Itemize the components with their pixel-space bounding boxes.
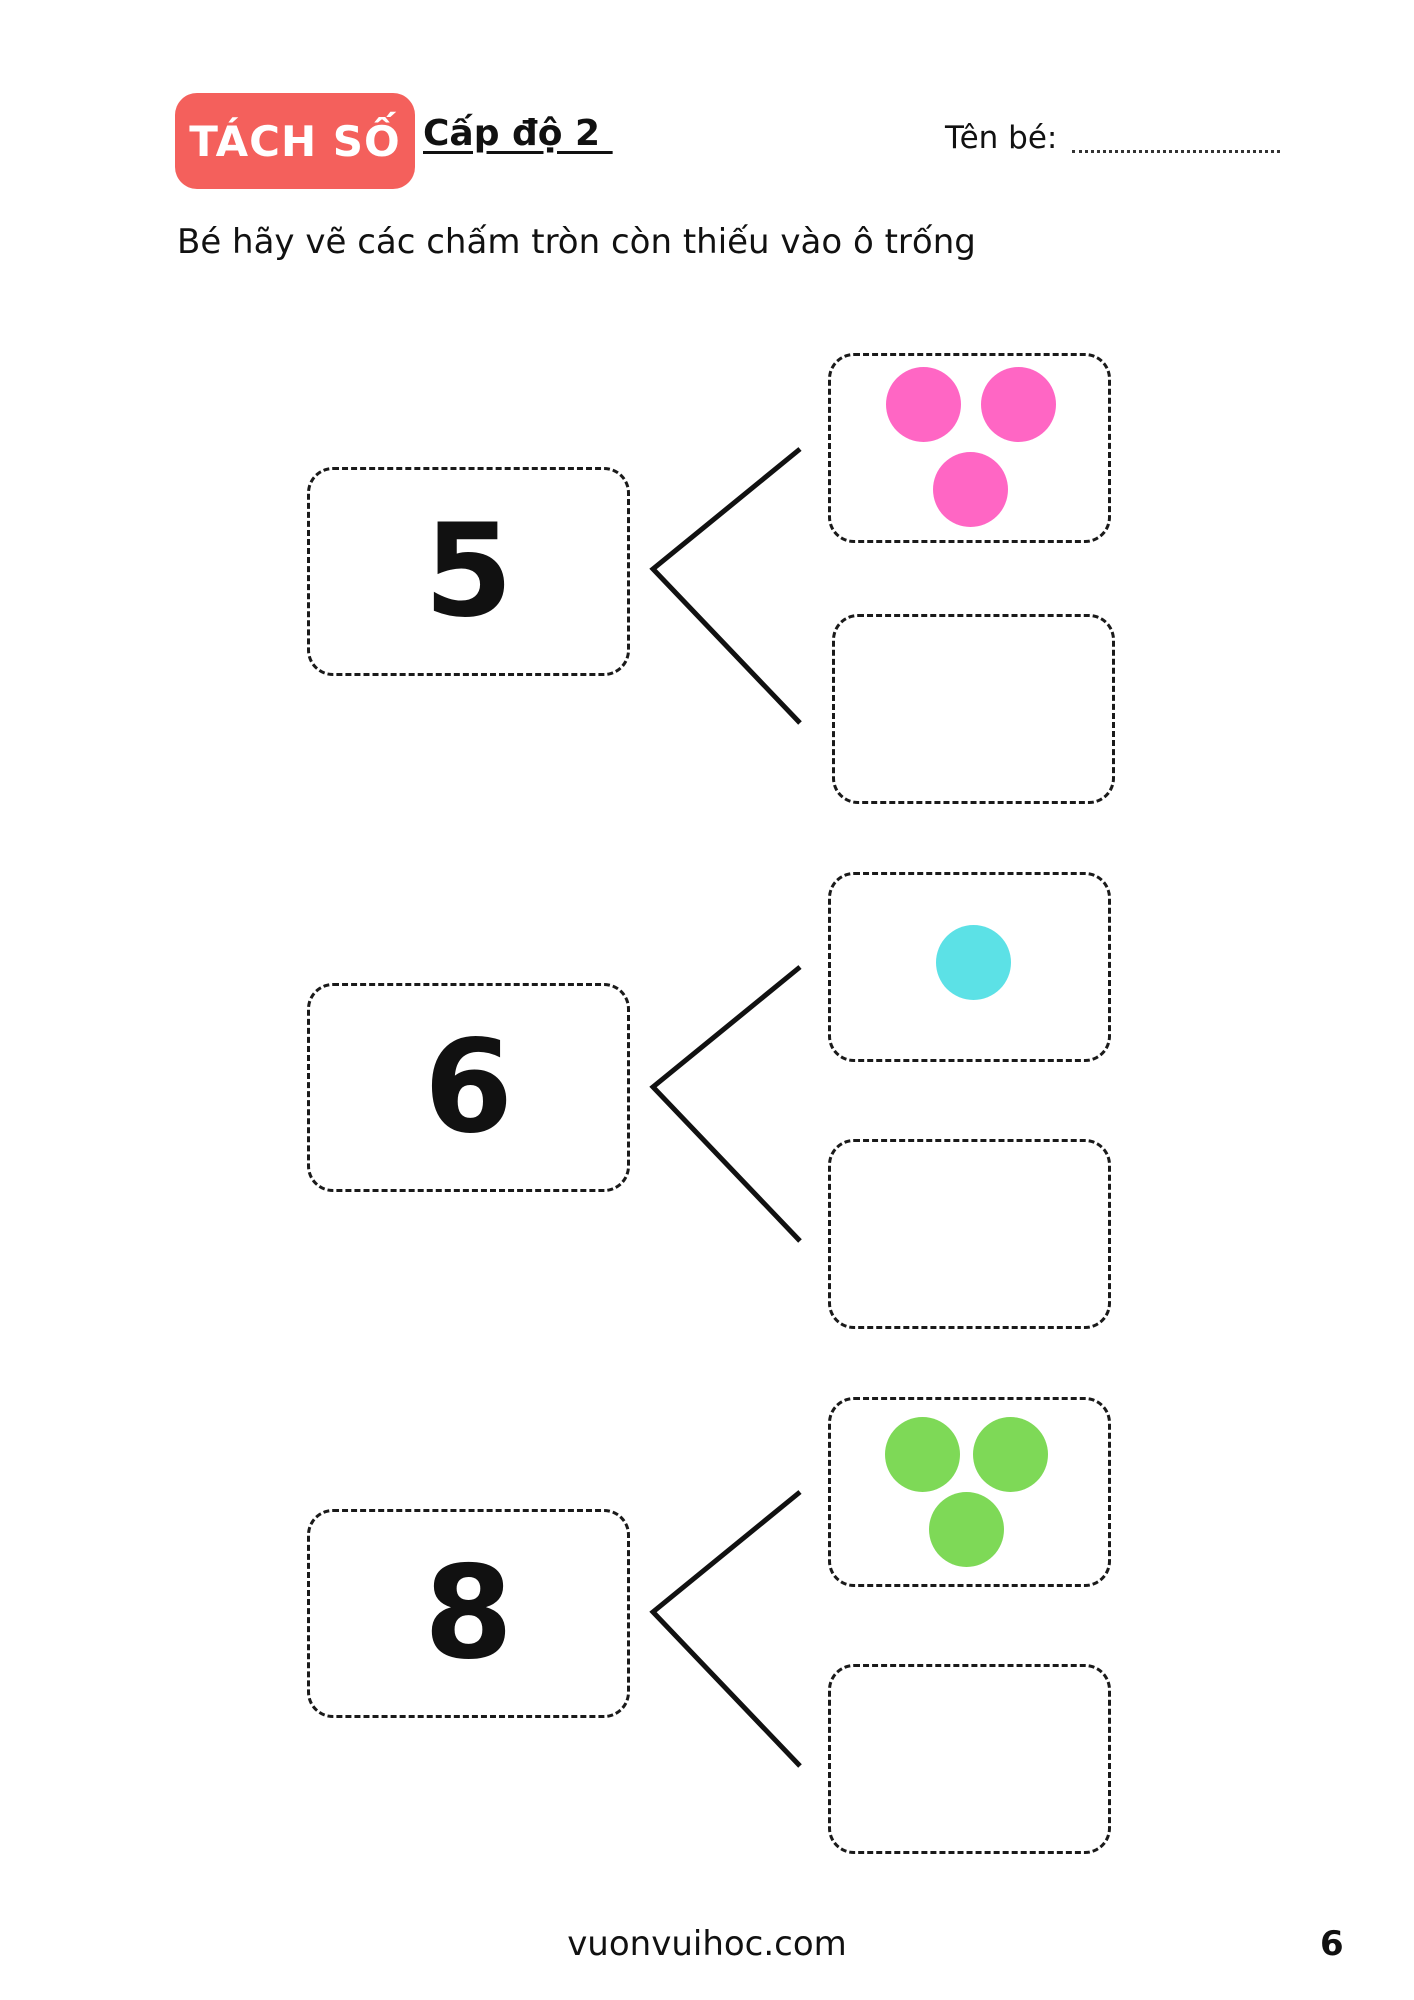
number-value: 8 [423, 1539, 514, 1688]
green-dot [885, 1417, 960, 1492]
child-name-field[interactable] [1072, 150, 1280, 153]
answer-box-3[interactable] [828, 1664, 1111, 1854]
split-connector [649, 1490, 802, 1768]
cyan-dot [936, 925, 1011, 1000]
child-name-label: Tên bé: [945, 120, 1058, 156]
green-dot [929, 1492, 1004, 1567]
split-connector [649, 447, 802, 725]
pink-dot [933, 452, 1008, 527]
footer-site: vuonvuihoc.com [567, 1924, 847, 1964]
green-dot [973, 1417, 1048, 1492]
split-connector [649, 965, 802, 1243]
page-number: 6 [1320, 1924, 1344, 1964]
number-box-1: 5 [307, 467, 630, 676]
number-box-2: 6 [307, 983, 630, 1192]
number-value: 5 [423, 497, 514, 646]
number-value: 6 [423, 1013, 514, 1162]
title-badge: TÁCH SỐ [175, 93, 415, 189]
number-box-3: 8 [307, 1509, 630, 1718]
given-part-box-2 [828, 872, 1111, 1062]
pink-dot [886, 367, 961, 442]
instruction-text: Bé hãy vẽ các chấm tròn còn thiếu vào ô … [177, 222, 976, 262]
level-label: Cấp độ 2 [423, 113, 613, 154]
given-part-box-3 [828, 1397, 1111, 1587]
answer-box-2[interactable] [828, 1139, 1111, 1329]
given-part-box-1 [828, 353, 1111, 543]
pink-dot [981, 367, 1056, 442]
answer-box-1[interactable] [832, 614, 1115, 804]
